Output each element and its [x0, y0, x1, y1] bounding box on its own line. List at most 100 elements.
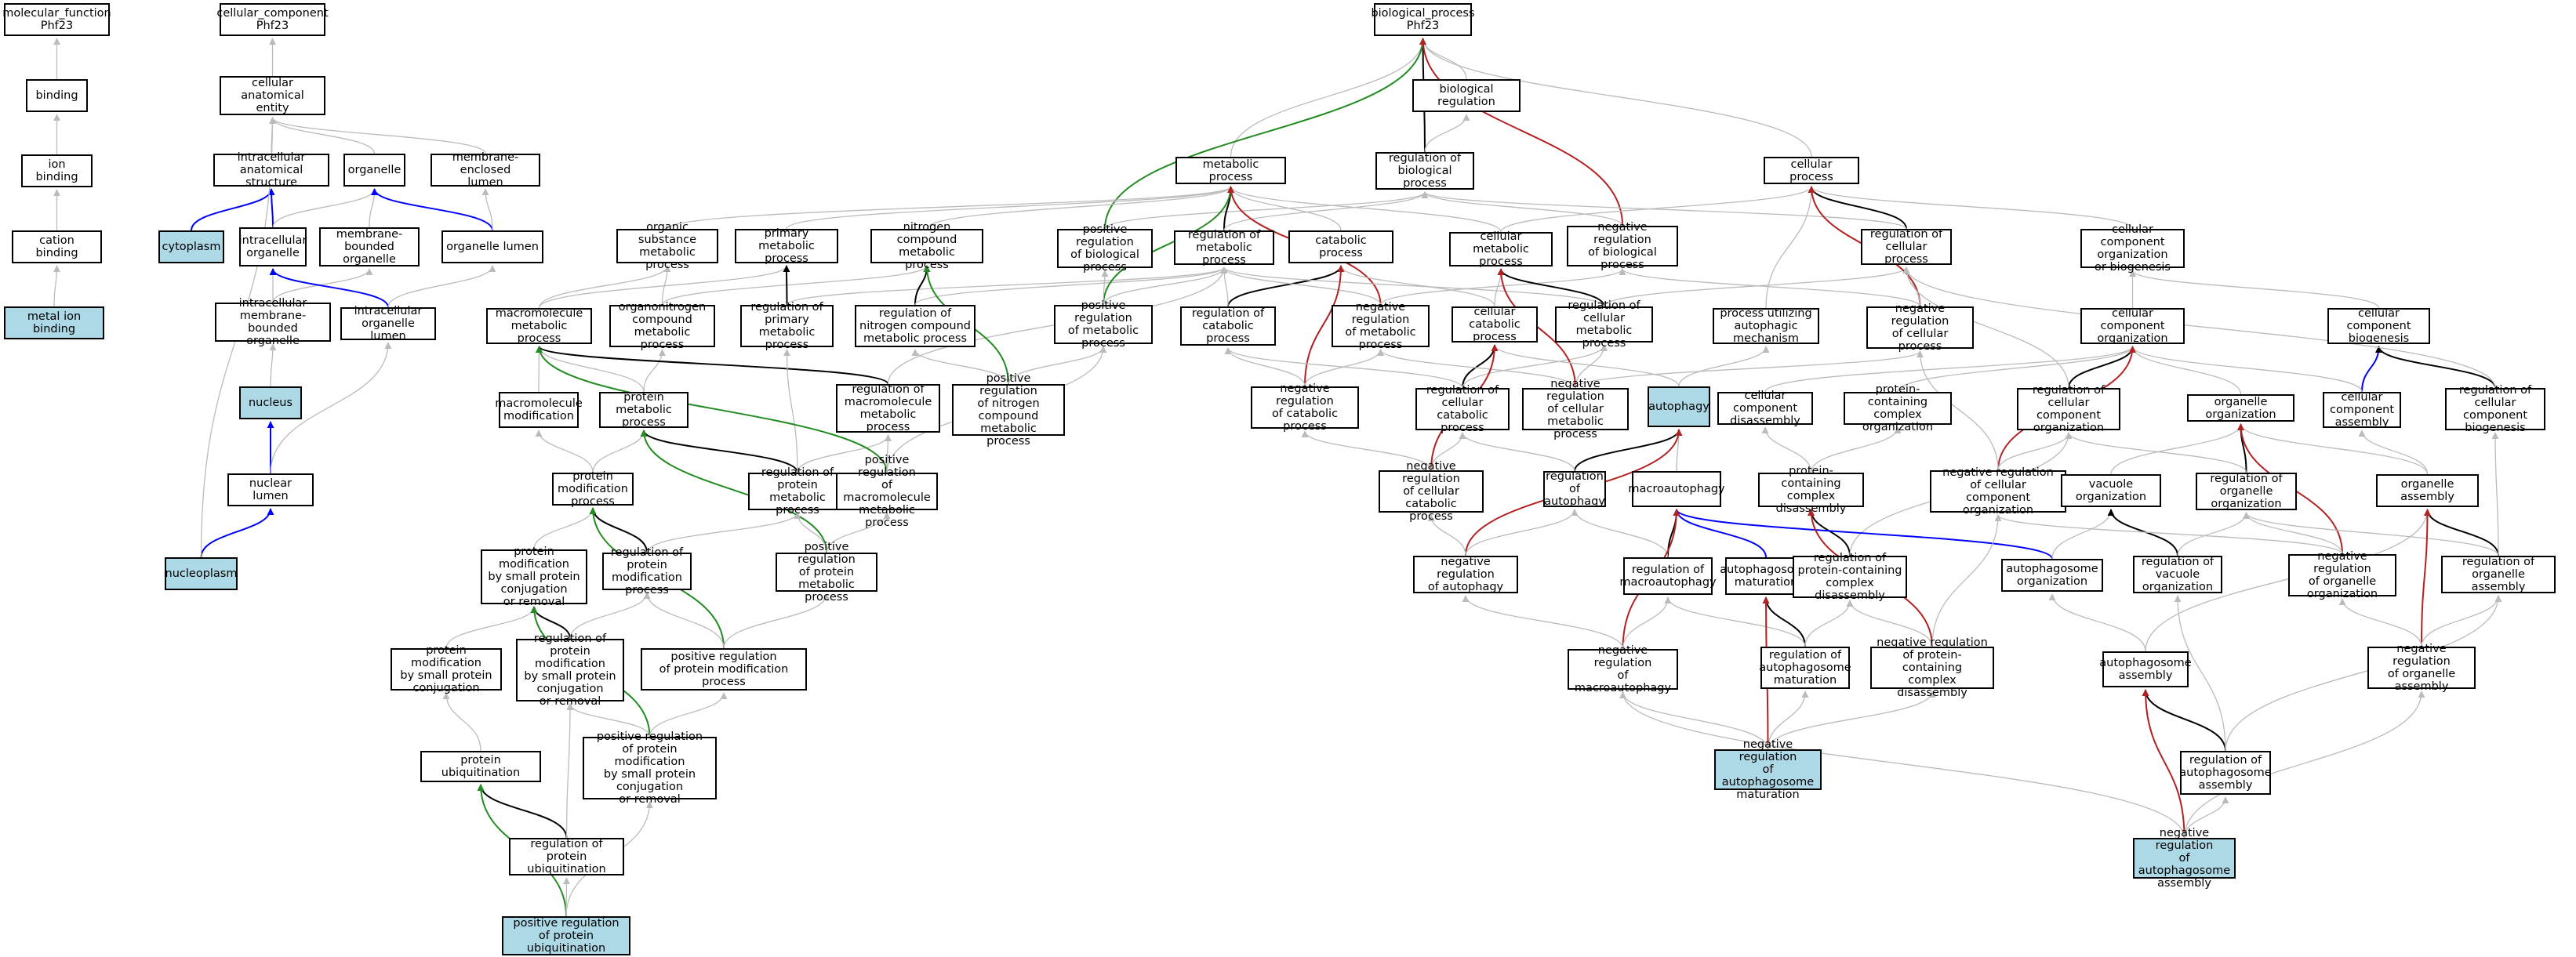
term-node-apa[interactable]: autophagosome assembly [2099, 651, 2192, 687]
term-node-nucleoplasm[interactable]: nucleoplasm [165, 557, 238, 590]
term-node-prpmsp[interactable]: positive regulation of protein modificat… [583, 730, 717, 806]
term-node-pco[interactable]: protein-containing complex organization [1844, 383, 1952, 433]
term-node-rpmodp[interactable]: regulation of protein modification proce… [602, 546, 692, 596]
term-node-nrcmp[interactable]: negative regulation of cellular metaboli… [1522, 378, 1629, 440]
term-node-prmacmp[interactable]: positive regulation of macromolecule met… [836, 454, 938, 529]
term-node-imbo[interactable]: intracellular membrane-bounded organelle [215, 297, 331, 347]
term-node-organelle[interactable]: organelle [343, 154, 405, 187]
term-node-protmp[interactable]: protein metabolic process [599, 391, 689, 429]
term-node-pmp[interactable]: primary metabolic process [735, 227, 838, 265]
term-node-nucleus[interactable]: nucleus [239, 386, 302, 419]
term-label: metal ion binding [27, 310, 82, 335]
term-node-ccd[interactable]: cellular component disassembly [1717, 390, 1813, 427]
term-node-pu[interactable]: protein ubiquitination [420, 751, 541, 782]
term-node-prprotmp[interactable]: positive regulation of protein metabolic… [776, 541, 877, 604]
term-node-macmp[interactable]: macromolecule metabolic process [486, 307, 592, 345]
term-node-pcd[interactable]: protein-containing complex disassembly [1758, 465, 1864, 515]
term-node-nl[interactable]: nuclear lumen [227, 473, 314, 506]
term-node-macroaut[interactable]: macroautophagy [1628, 471, 1725, 507]
term-node-apo[interactable]: autophagosome organization [2001, 559, 2103, 592]
term-node-rmacmp[interactable]: regulation of macromolecule metabolic pr… [836, 383, 940, 433]
term-node-rcmp[interactable]: regulation of cellular metabolic process [1555, 299, 1653, 350]
term-node-pmspc[interactable]: protein modification by small protein co… [391, 644, 502, 694]
term-node-ccob[interactable]: cellular component organization or bioge… [2080, 223, 2185, 274]
term-node-nroa[interactable]: negative regulation of organelle assembl… [2367, 643, 2476, 693]
term-node-ias[interactable]: intracellular anatomical structure [213, 151, 329, 189]
term-node-nroo[interactable]: negative regulation of organelle organiz… [2288, 550, 2396, 600]
term-node-mmod[interactable]: macromolecule modification [495, 392, 583, 428]
term-node-rmacroaut[interactable]: regulation of macroautophagy [1619, 557, 1717, 595]
term-node-bp[interactable]: biological_process Phf23 [1371, 3, 1475, 36]
term-node-nrcco[interactable]: negative regulation of cellular componen… [1930, 466, 2066, 517]
term-node-cca[interactable]: cellular component assembly [2323, 391, 2401, 429]
term-node-br[interactable]: biological regulation [1412, 79, 1521, 112]
edge-regulates [1762, 596, 1806, 647]
term-node-rapa[interactable]: regulation of autophagosome assembly [2179, 751, 2272, 795]
term-node-osmp[interactable]: organic substance metabolic process [616, 221, 718, 271]
term-node-rpmsp[interactable]: regulation of protein modification by sm… [516, 633, 624, 708]
term-node-nrmacroaut[interactable]: negative regulation of macroautophagy [1568, 644, 1678, 694]
term-node-catp[interactable]: catabolic process [1288, 230, 1393, 263]
term-node-ionb[interactable]: ion binding [21, 154, 93, 187]
term-node-prpmodp[interactable]: positive regulation of protein modificat… [641, 648, 807, 691]
term-node-rvo[interactable]: regulation of vacuole organization [2133, 556, 2222, 593]
term-node-nrmp[interactable]: negative regulation of metabolic process [1332, 301, 1430, 351]
term-node-mp[interactable]: metabolic process [1175, 157, 1286, 184]
term-node-oo[interactable]: organelle organization [2187, 394, 2294, 422]
term-node-rapm[interactable]: regulation of autophagosome maturation [1759, 647, 1851, 689]
term-node-nraut[interactable]: negative regulation of autophagy [1413, 556, 1518, 593]
term-node-prbp[interactable]: positive regulation of biological proces… [1057, 223, 1153, 274]
term-node-nrpcd[interactable]: negative regulation of protein-containin… [1870, 636, 1994, 699]
term-label: negative regulation of protein-containin… [1877, 636, 1988, 699]
term-node-rncmp[interactable]: regulation of nitrogen compound metaboli… [855, 305, 976, 347]
term-node-nrcp[interactable]: negative regulation of cellular process [1866, 303, 1974, 353]
term-node-rbp[interactable]: regulation of biological process [1375, 152, 1474, 190]
term-node-rcco[interactable]: regulation of cellular component organiz… [2017, 384, 2120, 434]
term-node-rcatp[interactable]: regulation of catabolic process [1180, 306, 1276, 346]
term-node-rcp[interactable]: regulation of cellular process [1861, 228, 1952, 266]
term-node-rpmp[interactable]: regulation of primary metabolic process [740, 301, 834, 351]
term-node-prncmp[interactable]: positive regulation of nitrogen compound… [952, 372, 1065, 448]
term-node-pmodp[interactable]: protein modification process [552, 470, 634, 508]
term-node-mbo[interactable]: membrane-bounded organelle [319, 227, 420, 266]
term-node-cationb[interactable]: cation binding [12, 230, 102, 263]
term-node-oa[interactable]: organelle assembly [2376, 474, 2479, 507]
term-node-nrccatp[interactable]: negative regulation of cellular cataboli… [1379, 460, 1484, 523]
term-node-nrbp[interactable]: negative regulation of biological proces… [1567, 221, 1678, 271]
term-node-rccatp[interactable]: regulation of cellular catabolic process [1415, 384, 1510, 434]
term-node-vo[interactable]: vacuole organization [2061, 474, 2161, 507]
term-node-rprotmp[interactable]: regulation of protein metabolic process [748, 466, 847, 517]
term-node-mf[interactable]: molecular_function Phf23 [2, 3, 111, 36]
term-node-ccatp[interactable]: cellular catabolic process [1451, 306, 1538, 343]
term-node-ol[interactable]: organelle lumen [441, 230, 543, 263]
term-node-nrcatp[interactable]: negative regulation of catabolic process [1251, 382, 1359, 433]
term-node-puam[interactable]: process utilizing autophagic mechanism [1713, 307, 1819, 345]
term-node-rccb[interactable]: regulation of cellular component biogene… [2445, 384, 2545, 434]
term-node-oncmp[interactable]: organonitrogen compound metabolic proces… [609, 301, 715, 351]
term-node-raut[interactable]: regulation of autophagy [1543, 470, 1606, 508]
term-node-rpu[interactable]: regulation of protein ubiquitination [509, 838, 624, 875]
term-node-cp[interactable]: cellular process [1764, 157, 1859, 184]
term-node-metalb[interactable]: metal ion binding [4, 306, 104, 339]
term-node-cmp[interactable]: cellular metabolic process [1449, 230, 1553, 268]
term-node-ccb[interactable]: cellular component biogenesis [2327, 307, 2430, 345]
term-node-prmp[interactable]: positive regulation of metabolic process [1054, 299, 1153, 350]
term-node-binding[interactable]: binding [26, 79, 88, 112]
term-node-nrapa[interactable]: negative regulation of autophagosome ass… [2133, 827, 2236, 890]
term-node-pmsp[interactable]: protein modification by small protein co… [481, 546, 587, 608]
term-node-roa[interactable]: regulation of organelle assembly [2441, 556, 2556, 593]
term-node-rpcd[interactable]: regulation of protein-containing complex… [1793, 552, 1907, 602]
term-node-autophagy[interactable]: autophagy [1648, 386, 1710, 427]
term-node-cae[interactable]: cellular anatomical entity [220, 76, 325, 115]
term-node-cyto[interactable]: cytoplasm [158, 230, 224, 263]
term-node-rmp[interactable]: regulation of metabolic process [1174, 229, 1274, 266]
term-node-ncmp[interactable]: nitrogen compound metabolic process [870, 221, 983, 271]
term-node-roo[interactable]: regulation of organelle organization [2196, 473, 2297, 510]
term-node-iol[interactable]: intracellular organelle lumen [340, 305, 436, 343]
term-node-prpu[interactable]: positive regulation of protein ubiquitin… [502, 916, 630, 955]
term-node-cco[interactable]: cellular component organization [2080, 307, 2185, 345]
term-node-mel[interactable]: membrane-enclosed lumen [431, 151, 540, 189]
term-node-cc[interactable]: cellular_component Phf23 [216, 3, 329, 36]
term-node-nrapm[interactable]: negative regulation of autophagosome mat… [1714, 738, 1822, 801]
term-node-io[interactable]: intracellular organelle [239, 227, 307, 266]
